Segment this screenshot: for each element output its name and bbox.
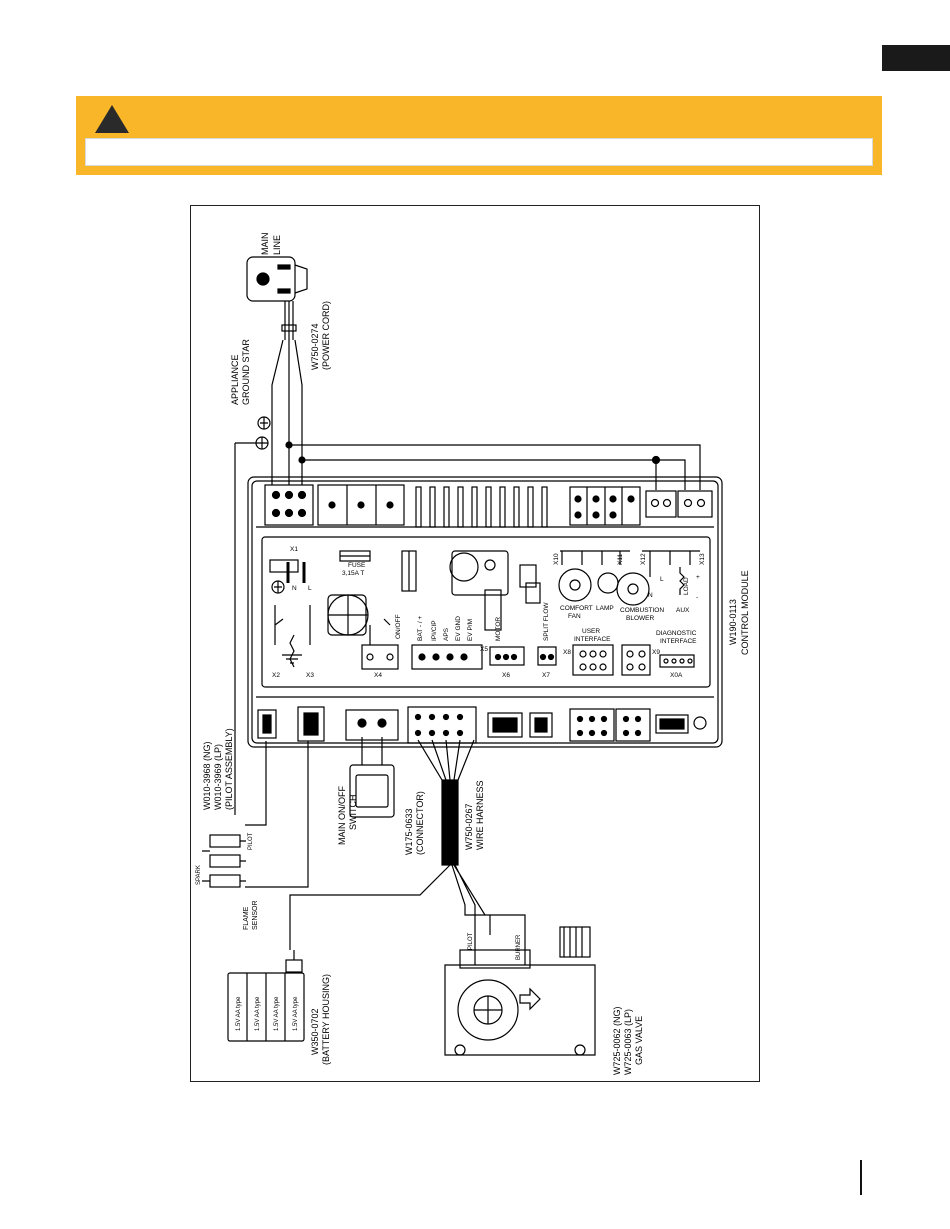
split-flow-label: SPLIT FLOW bbox=[543, 602, 550, 641]
main-line-label: MAIN bbox=[260, 233, 270, 256]
pilot-assembly-label-2: W010-3969 (LP) bbox=[213, 744, 223, 810]
gas-valve-label: W725-0062 (NG) bbox=[612, 1006, 622, 1075]
aps-label: APS bbox=[443, 627, 450, 641]
valve-pilot-label: PILOT bbox=[468, 932, 474, 950]
battery-cell-label-4: 1.5V AA type bbox=[293, 996, 299, 1031]
comfort-fan-label: COMFORT bbox=[560, 605, 593, 612]
l-label: L bbox=[308, 585, 312, 592]
flame-sensor-label-2: SENSOR bbox=[252, 900, 259, 930]
control-module-label: W190-0113 bbox=[728, 599, 738, 645]
pilot-label: PILOT bbox=[248, 832, 254, 850]
gas-valve-label-3: GAS VALVE bbox=[634, 1016, 644, 1065]
flame-sensor-label: FLAME bbox=[243, 906, 250, 930]
plus-label: + bbox=[696, 574, 700, 581]
warning-icon bbox=[95, 105, 129, 133]
ipi-label: IPI/CIP bbox=[431, 620, 438, 641]
valve-burner-label: BURNER bbox=[516, 934, 522, 960]
pilot-assembly bbox=[202, 834, 246, 888]
on-off-label: ON/OFF bbox=[395, 614, 402, 639]
battery-housing-label: W350-0702 bbox=[310, 1008, 320, 1055]
x8-label: X8 bbox=[563, 649, 571, 656]
pilot-assembly-label: W010-3968 (NG) bbox=[202, 741, 212, 810]
x3-label: X3 bbox=[306, 672, 314, 679]
minus-label: - bbox=[696, 594, 698, 601]
gas-valve bbox=[444, 926, 596, 1056]
main-line-label-2: LINE bbox=[272, 235, 282, 255]
diagnostic-interface-label: DIAGNOSTIC bbox=[656, 630, 697, 637]
load-label: LOAD bbox=[683, 577, 690, 595]
warning-text-box bbox=[85, 138, 873, 166]
battery-cell-label-1: 1.5V AA type bbox=[236, 996, 242, 1031]
x4-label: X4 bbox=[374, 672, 382, 679]
x9-label: X9 bbox=[652, 649, 660, 656]
vent-slots bbox=[415, 486, 548, 528]
wiring-diagram: MAIN LINE W750-0274 (POWER CORD) APPLIAN… bbox=[196, 233, 750, 1076]
motor-label: MOTOR bbox=[495, 617, 502, 641]
battery-housing-label-2: (BATTERY HOUSING) bbox=[321, 974, 331, 1065]
bat-label: BAT - / + bbox=[417, 616, 424, 641]
spark-label: SPARK bbox=[196, 865, 202, 885]
ground-star-label: APPLIANCE bbox=[230, 354, 240, 405]
switch-label: MAIN ON/OFF bbox=[337, 786, 347, 845]
wire-harness-label-2: WIRE HARNESS bbox=[475, 780, 485, 850]
fuse-label: FUSE bbox=[348, 562, 366, 569]
battery-cell-label-2: 1.5V AA type bbox=[255, 996, 261, 1031]
x6-label: X6 bbox=[502, 672, 510, 679]
x0a-label: X0A bbox=[670, 672, 683, 679]
x7-label: X7 bbox=[542, 672, 550, 679]
x1-label: X1 bbox=[290, 546, 298, 553]
blower-l-label: L bbox=[660, 576, 664, 583]
x5-label: X5 bbox=[480, 646, 488, 653]
combustion-blower-label-2: BLOWER bbox=[626, 615, 654, 622]
ev-pm-label: EV P/M bbox=[467, 619, 474, 641]
battery-cell-label-3: 1.5V AA type bbox=[274, 996, 280, 1031]
power-plug bbox=[246, 256, 308, 302]
aux-label: AUX bbox=[676, 607, 690, 614]
x10-label: X10 bbox=[553, 553, 560, 565]
blower-n-label: N bbox=[648, 592, 653, 599]
connector-label: W175-0633 bbox=[404, 808, 414, 855]
gas-valve-label-2: W725-0063 (LP) bbox=[623, 1009, 633, 1075]
pilot-assembly-label-3: (PILOT ASSEMBLY) bbox=[224, 728, 234, 810]
n-label: N bbox=[292, 585, 297, 592]
board-schematic bbox=[269, 550, 700, 676]
switch-label-2: SWITCH bbox=[348, 795, 358, 831]
wire-harness-label: W750-0267 bbox=[464, 803, 474, 850]
connector-label-2: (CONNECTOR) bbox=[415, 791, 425, 855]
x12-label: X12 bbox=[640, 553, 647, 565]
battery-housing bbox=[227, 950, 305, 1042]
power-cord-label-2: (POWER CORD) bbox=[321, 301, 331, 370]
page-number-rule bbox=[860, 1160, 862, 1195]
ev-gnd-label: EV GND bbox=[455, 616, 462, 641]
combustion-blower-label: COMBUSTION bbox=[620, 607, 664, 614]
section-tab bbox=[882, 45, 950, 71]
user-interface-label: USER bbox=[582, 628, 600, 635]
diagnostic-interface-label-2: INTERFACE bbox=[660, 638, 697, 645]
control-module-label-2: CONTROL MODULE bbox=[740, 570, 750, 655]
ground-star-label-2: GROUND STAR bbox=[241, 339, 251, 405]
main-on-off-switch bbox=[349, 737, 395, 818]
lamp-label: LAMP bbox=[596, 605, 614, 612]
x2-label: X2 bbox=[272, 672, 280, 679]
control-module-box bbox=[247, 476, 723, 748]
user-interface-label-2: INTERFACE bbox=[574, 636, 611, 643]
x13-label: X13 bbox=[699, 553, 706, 565]
power-cord-label: W750-0274 bbox=[310, 323, 320, 370]
x11-label: X11 bbox=[617, 554, 624, 565]
fuse-rating-label: 3,15A T bbox=[342, 570, 364, 577]
comfort-fan-label-2: FAN bbox=[568, 613, 581, 620]
